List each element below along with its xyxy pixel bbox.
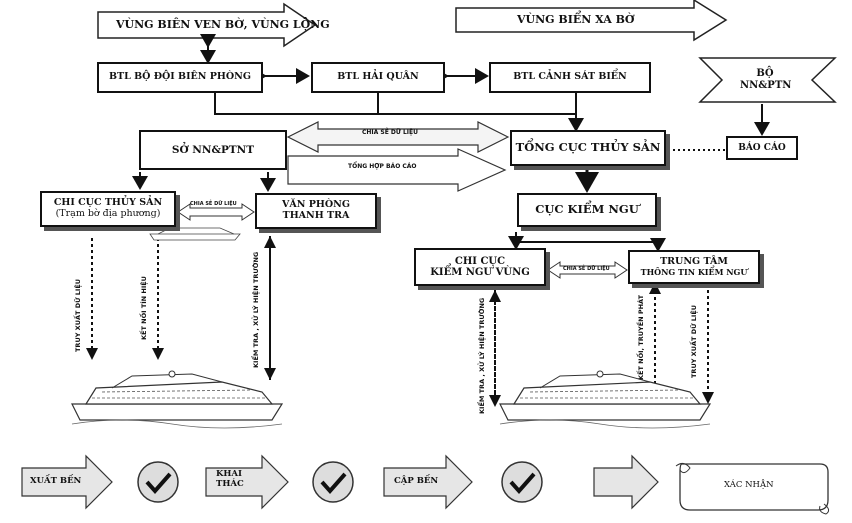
check-icon — [501, 461, 543, 503]
fisheries-control-label: CỤC KIỂM NGƯ — [535, 202, 639, 217]
offshore-zone-arrow — [455, 0, 728, 42]
process-step-arrow — [593, 454, 659, 510]
step-arrival-label: CẬP BẾN — [394, 476, 439, 486]
info-center-box: TRUNG TÂM THÔNG TIN KIỂM NGƯ — [628, 250, 760, 284]
ministry-line1: BỘ — [756, 68, 774, 79]
share-left-label: CHIA SẺ DỮ LIỆU — [190, 201, 237, 207]
connect-left-label: KẾT NỐI TÍN HIỆU — [140, 276, 148, 340]
navy-box: BTL HẢI QUÂN — [311, 62, 445, 93]
share-data-arrow — [286, 121, 510, 153]
regional-control-box: CHI CỤC KIỂM NGƯ VÙNG — [414, 248, 546, 286]
fisheries-directorate-label: TỔNG CỤC THỦY SẢN — [515, 140, 661, 155]
check-icon — [137, 461, 179, 503]
coastal-zone-label: VÙNG BIÊN VEN BỜ, VÙNG LỘNG — [116, 18, 330, 31]
share-top-label: CHIA SẺ DỮ LIỆU — [362, 129, 419, 136]
inspection-line2: THANH TRA — [282, 210, 350, 221]
step-departure-label: XUẤT BẾN — [30, 476, 82, 486]
inspection-line1: VĂN PHÒNG — [282, 199, 350, 211]
ministry-line2: NN&PTN — [740, 79, 792, 91]
query-left-label: TRUY XUẤT DỮ LIỆU — [74, 278, 82, 352]
regional-control-line1: CHI CỤC — [454, 255, 506, 267]
coast-guard-box: BTL CẢNH SÁT BIỂN — [489, 62, 651, 93]
border-guard-label: BTL BỘ ĐỘI BIÊN PHÒNG — [109, 71, 251, 83]
info-center-line1: TRUNG TÂM — [660, 255, 728, 267]
process-step-arrow — [21, 454, 113, 510]
ministry-ribbon — [698, 57, 837, 103]
summary-report-arrow — [287, 148, 507, 192]
ship-icon — [499, 370, 712, 429]
process-step-arrow — [205, 454, 289, 510]
share-right-arrow — [547, 261, 628, 279]
fisheries-directorate-box: TỔNG CỤC THỦY SẢN — [510, 130, 666, 166]
connect-right-label: KẾT NỐI, TRUYỀN PHÁT — [637, 294, 645, 380]
check-icon — [312, 461, 354, 503]
report-box: BÁO CÁO — [726, 136, 798, 160]
summary-report-label: TỔNG HỢP BÁO CÁO — [348, 163, 417, 170]
sub-fisheries-line1: CHI CỤC THỦY SẢN — [53, 197, 163, 209]
query-right-label: TRUY XUẤT DỮ LIỆU — [690, 304, 698, 378]
step-fishing-line2: THÁC — [216, 478, 244, 489]
confirmation-scroll — [679, 463, 829, 511]
dept-agri-box: SỞ NN&PTNT — [139, 130, 287, 170]
info-center-line2: THÔNG TIN KIỂM NGƯ — [640, 266, 748, 277]
ship-icon — [71, 370, 284, 429]
report-label: BÁO CÁO — [738, 142, 786, 153]
coast-guard-label: BTL CẢNH SÁT BIỂN — [513, 71, 627, 83]
fisheries-control-box: CỤC KIỂM NGƯ — [517, 193, 657, 227]
ministry-label: BỘ NN&PTN — [740, 68, 792, 91]
share-right-label: CHIA SẺ DỮ LIỆU — [563, 266, 610, 272]
dept-agri-label: SỞ NN&PTNT — [171, 143, 255, 156]
sub-fisheries-box: CHI CỤC THỦY SẢN (Trạm bờ địa phương) — [40, 191, 176, 227]
coastal-zone-arrow — [97, 2, 317, 48]
border-guard-box: BTL BỘ ĐỘI BIÊN PHÒNG — [97, 62, 263, 93]
step-fishing-line1: KHAI — [216, 469, 242, 479]
share-left-arrow — [177, 203, 255, 221]
navy-label: BTL HẢI QUÂN — [337, 71, 419, 83]
inspect-right-label: KIỂM TRA , XỬ LÝ HIỆN TRƯỜNG — [478, 297, 486, 414]
inspection-office-box: VĂN PHÒNG THANH TRA — [255, 193, 377, 229]
offshore-zone-label: VÙNG BIỂN XA BỜ — [517, 13, 635, 26]
step-fishing-label: KHAI THÁC — [216, 469, 244, 490]
ship-icon — [149, 227, 241, 241]
inspect-left-label: KIỂM TRA , XỬ LÝ HIỆN TRƯỜNG — [252, 251, 260, 368]
process-step-arrow — [383, 454, 473, 510]
confirmation-label: XÁC NHẬN — [724, 480, 774, 490]
sub-fisheries-line2: (Trạm bờ địa phương) — [55, 208, 161, 219]
regional-control-line2: KIỂM NGƯ VÙNG — [430, 267, 530, 278]
